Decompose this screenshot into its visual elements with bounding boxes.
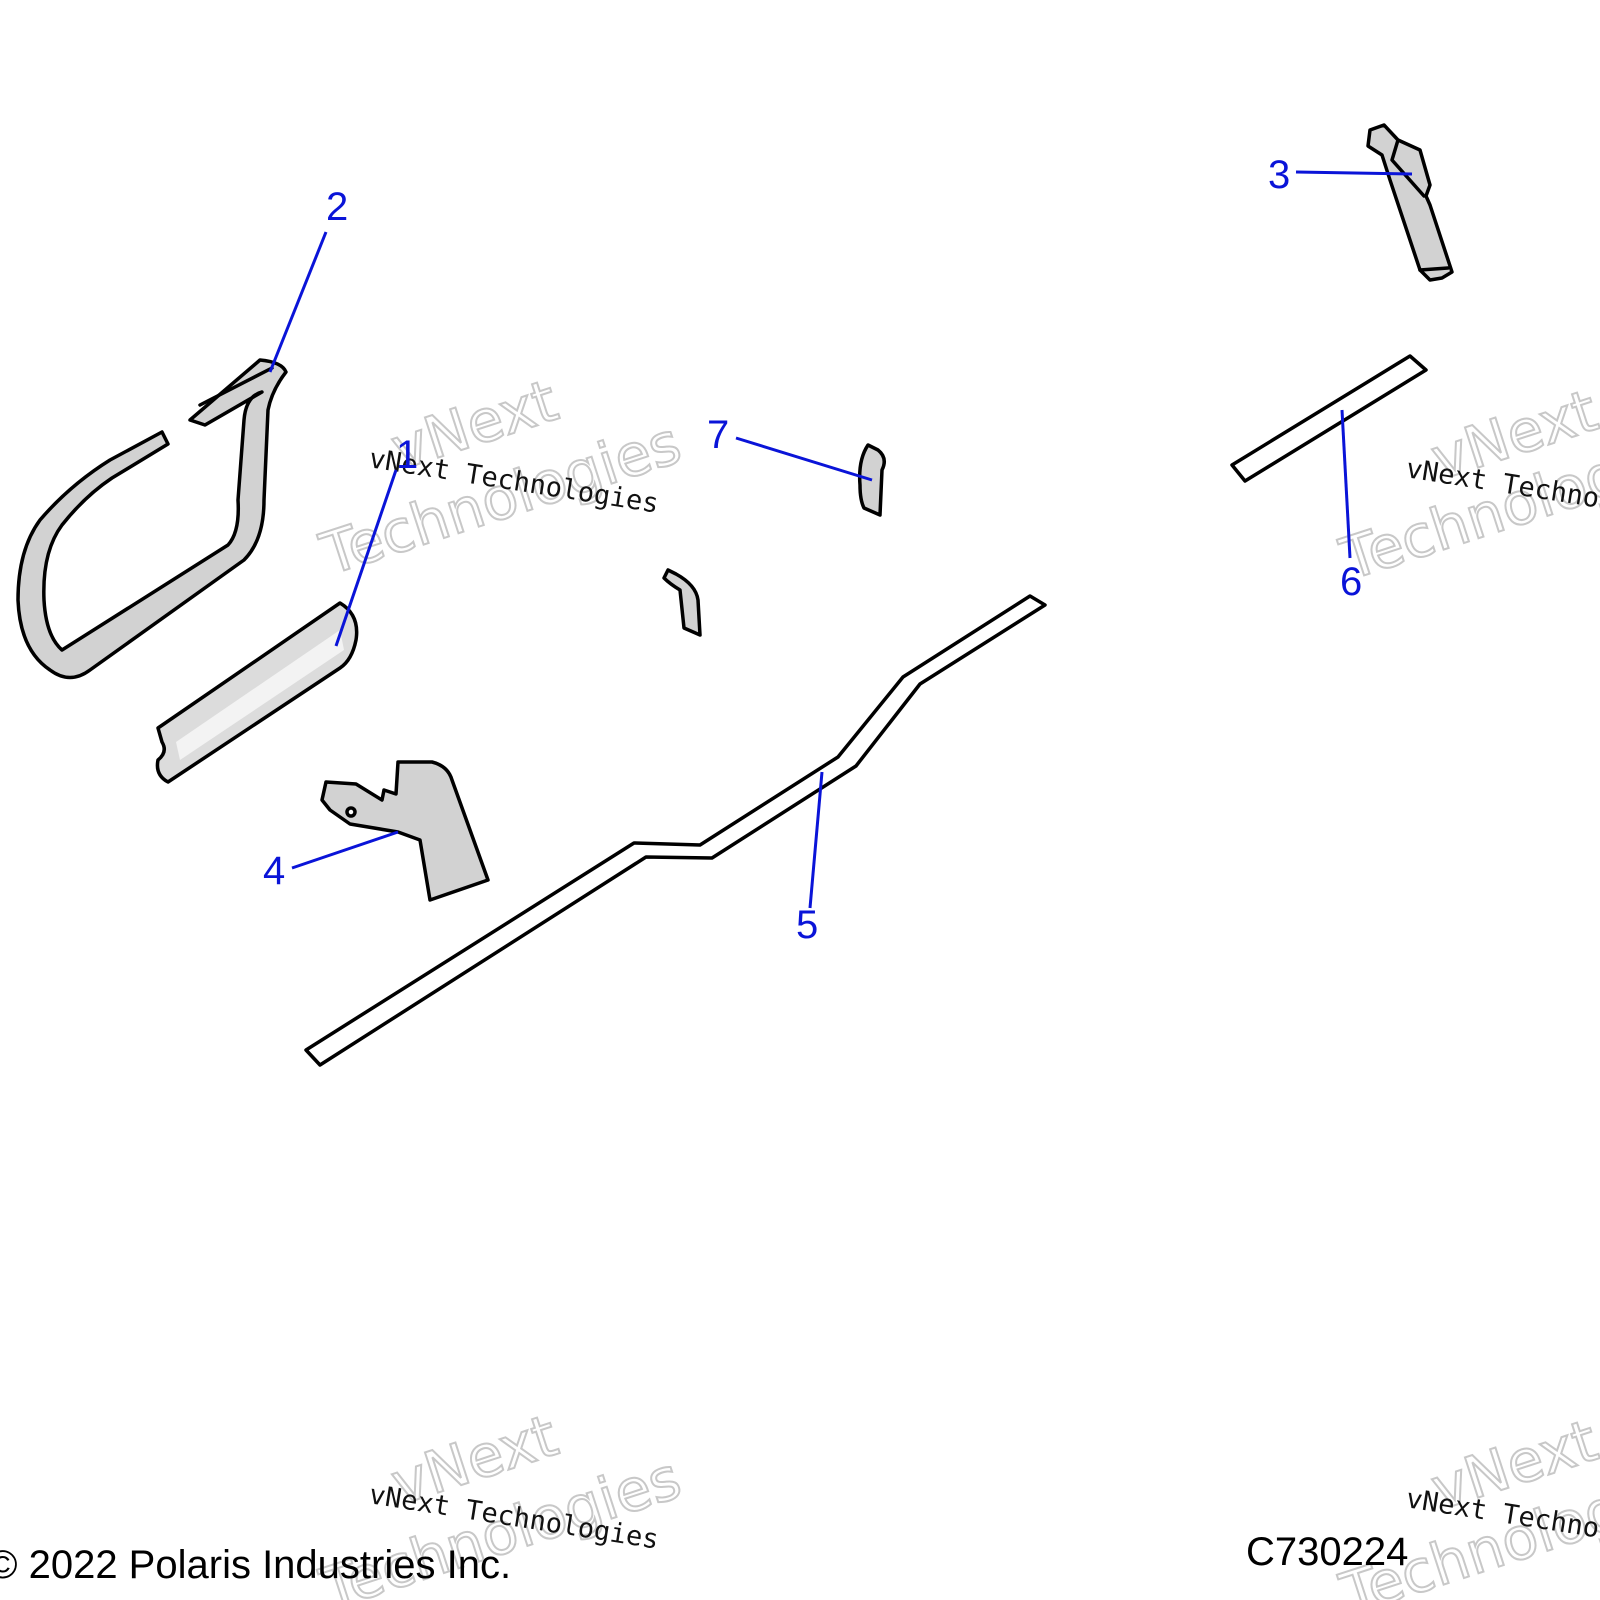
part-3-body bbox=[1366, 123, 1454, 282]
leader-7 bbox=[735, 436, 873, 482]
callout-4: 4 bbox=[263, 849, 285, 893]
copyright-notice: © 2022 Polaris Industries Inc. bbox=[0, 1543, 511, 1587]
part-3-edge bbox=[1390, 138, 1450, 272]
leader-5 bbox=[808, 771, 824, 909]
watermark-group-1: vNext Technologies vNext Technologies bbox=[311, 365, 689, 589]
leader-3 bbox=[1295, 170, 1413, 176]
drawing-code: C730224 bbox=[1246, 1530, 1408, 1574]
leader-6 bbox=[1340, 409, 1352, 559]
leader-lines bbox=[268, 170, 1413, 909]
callout-1: 1 bbox=[396, 433, 418, 477]
part-2-inner-edge bbox=[198, 366, 274, 407]
leader-4 bbox=[291, 830, 399, 870]
leader-1 bbox=[334, 469, 398, 647]
watermark-group-2: vNext Technologies vNext Technologies bbox=[1331, 375, 1600, 594]
part-7-clip-b bbox=[662, 568, 702, 637]
part-4-body bbox=[320, 760, 490, 902]
callout-7: 7 bbox=[707, 413, 729, 457]
part-3-latch bbox=[1366, 123, 1454, 282]
leader-2 bbox=[268, 231, 328, 373]
part-5-bent-strip bbox=[304, 594, 1047, 1067]
part-6-strip bbox=[1230, 354, 1428, 483]
callouts: 1 2 3 4 5 6 7 bbox=[263, 153, 1362, 947]
part-1-tube bbox=[155, 601, 359, 784]
part-2-body bbox=[16, 358, 288, 680]
part-4-bracket bbox=[320, 760, 490, 902]
part-5-body bbox=[304, 594, 1047, 1067]
callout-6: 6 bbox=[1340, 560, 1362, 604]
callout-2: 2 bbox=[326, 185, 348, 229]
part-4-hole bbox=[345, 806, 357, 818]
part-6-body bbox=[1230, 354, 1428, 483]
part-1-highlight bbox=[176, 630, 344, 760]
callout-5: 5 bbox=[796, 903, 818, 947]
callout-3: 3 bbox=[1268, 153, 1290, 197]
part-2-loop-bracket bbox=[16, 358, 288, 680]
